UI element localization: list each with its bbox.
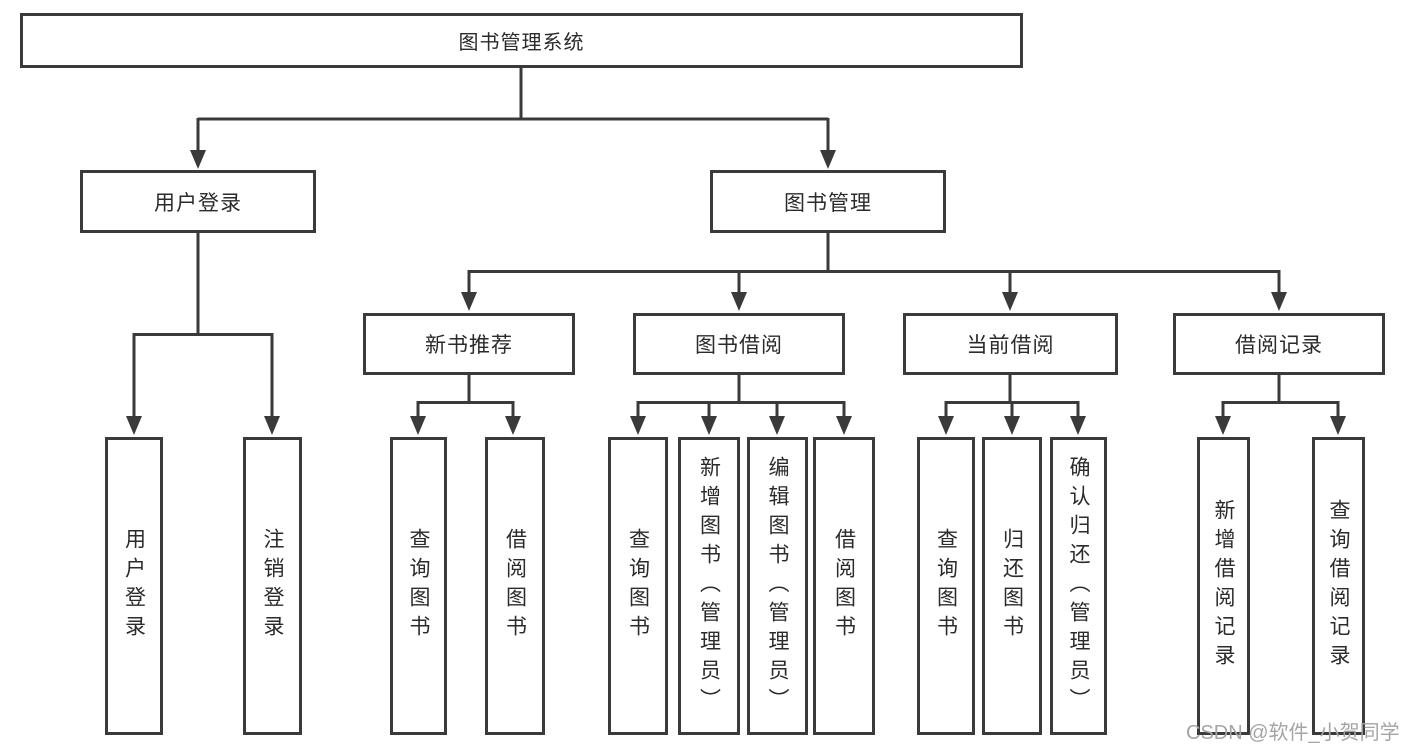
leaf-recommend-borrow-books: 借阅图书	[485, 437, 545, 735]
leaf-add-books-admin-label: 新增图书（管理员）	[697, 455, 721, 717]
leaf-query-borrow-record-label: 查询借阅记录	[1327, 499, 1350, 673]
leaf-current-query-books: 查询图书	[917, 437, 975, 735]
leaf-logout: 注销登录	[243, 437, 302, 735]
leaf-current-query-books-label: 查询图书	[934, 528, 958, 644]
leaf-borrow-query-books: 查询图书	[608, 437, 668, 735]
leaf-user-login-label: 用户登录	[122, 528, 146, 644]
leaf-edit-books-admin-label: 编辑图书（管理员）	[766, 455, 789, 717]
leaf-borrow-books-label: 借阅图书	[832, 528, 856, 644]
leaf-add-borrow-record: 新增借阅记录	[1197, 437, 1250, 735]
node-book-management: 图书管理	[710, 170, 946, 233]
leaf-recommend-query-books: 查询图书	[390, 437, 447, 735]
leaf-borrow-query-books-label: 查询图书	[626, 528, 650, 644]
leaf-confirm-return-admin: 确认归还（管理员）	[1050, 437, 1107, 735]
leaf-recommend-query-books-label: 查询图书	[407, 528, 430, 644]
node-root-system: 图书管理系统	[20, 13, 1023, 68]
leaf-add-books-admin: 新增图书（管理员）	[678, 437, 740, 735]
leaf-query-borrow-record: 查询借阅记录	[1312, 437, 1365, 735]
node-book-borrow: 图书借阅	[633, 313, 845, 375]
leaf-user-login: 用户登录	[105, 437, 163, 735]
leaf-return-books: 归还图书	[982, 437, 1042, 735]
leaf-add-borrow-record-label: 新增借阅记录	[1212, 499, 1235, 673]
leaf-return-books-label: 归还图书	[1000, 528, 1024, 644]
csdn-watermark: CSDN @软件_小贺同学	[1186, 722, 1400, 744]
leaf-edit-books-admin: 编辑图书（管理员）	[747, 437, 808, 735]
node-user-login: 用户登录	[80, 170, 316, 233]
leaf-confirm-return-admin-label: 确认归还（管理员）	[1067, 455, 1090, 717]
leaf-logout-label: 注销登录	[261, 528, 284, 644]
arrowheads	[126, 150, 1346, 435]
node-new-book-recommend: 新书推荐	[363, 313, 575, 375]
node-current-borrow: 当前借阅	[903, 313, 1118, 375]
leaf-recommend-borrow-books-label: 借阅图书	[503, 528, 527, 644]
leaf-borrow-books: 借阅图书	[813, 437, 875, 735]
node-borrow-records: 借阅记录	[1173, 313, 1385, 375]
